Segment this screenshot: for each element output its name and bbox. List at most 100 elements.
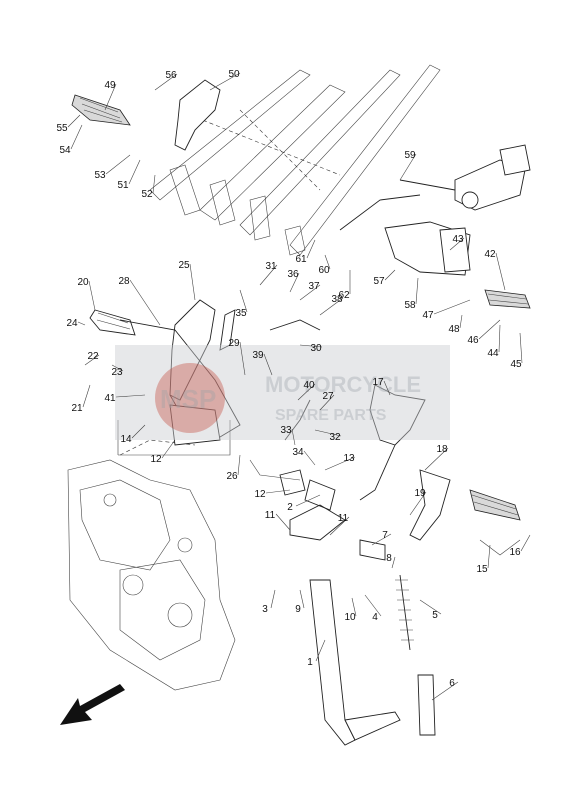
leader-line-15 — [487, 544, 491, 569]
leader-line-40 — [297, 383, 316, 401]
leader-line-38 — [319, 297, 344, 316]
callout-56: 56 — [165, 70, 177, 81]
callout-33: 33 — [280, 425, 292, 436]
callout-54: 54 — [59, 145, 71, 156]
linkage-drawing — [269, 319, 386, 561]
callout-5: 5 — [432, 610, 438, 621]
callout-32: 32 — [329, 432, 341, 443]
callout-51: 51 — [117, 180, 129, 191]
leader-line-12 — [265, 489, 291, 494]
leader-line-14 — [131, 424, 146, 439]
callout-12: 12 — [150, 454, 162, 465]
callout-38: 38 — [331, 294, 343, 305]
leader-line-32 — [314, 429, 342, 437]
callout-25: 25 — [178, 260, 190, 271]
leader-line-49 — [104, 83, 117, 111]
callout-11: 11 — [265, 510, 276, 521]
callout-30: 30 — [310, 343, 322, 354]
callout-28: 28 — [118, 276, 130, 287]
leader-line-34 — [303, 450, 316, 466]
leader-line-29 — [239, 341, 246, 376]
leader-line-20 — [88, 280, 96, 311]
leader-line-18 — [424, 447, 449, 471]
leader-line-47 — [433, 299, 471, 315]
callout-7: 7 — [382, 530, 388, 541]
callout-59: 59 — [404, 150, 416, 161]
callout-37: 37 — [308, 281, 320, 292]
leader-line-41 — [115, 394, 146, 398]
leader-line-7 — [371, 533, 392, 546]
leader-line-28 — [129, 279, 161, 326]
leader-line-36 — [289, 272, 300, 293]
callout-6: 6 — [449, 678, 455, 689]
callout-17: 17 — [372, 377, 384, 388]
callout-21: 21 — [71, 403, 83, 414]
callout-26: 26 — [226, 471, 238, 482]
callout-12: 12 — [254, 489, 266, 500]
callout-61: 61 — [295, 254, 307, 265]
leader-line-23 — [111, 364, 124, 372]
leader-line-46 — [478, 319, 501, 340]
callout-49: 49 — [104, 80, 116, 91]
callout-27: 27 — [322, 391, 334, 402]
leader-line-55 — [67, 114, 81, 128]
callout-14: 14 — [120, 434, 132, 445]
frame-rail-drawing — [149, 64, 441, 256]
left-footpeg-assembly — [71, 79, 241, 446]
leader-line-11 — [329, 516, 350, 536]
callout-57: 57 — [373, 276, 385, 287]
callout-13: 13 — [343, 453, 355, 464]
callout-50: 50 — [228, 69, 240, 80]
leader-line-58 — [415, 277, 419, 305]
leader-line-22 — [84, 354, 100, 366]
callout-22: 22 — [87, 351, 99, 362]
callout-4: 4 — [372, 612, 378, 623]
sidestand-drawing — [309, 574, 436, 746]
leader-line-30 — [299, 344, 323, 348]
leader-line-27 — [319, 394, 335, 411]
callout-48: 48 — [448, 324, 460, 335]
callout-42: 42 — [484, 249, 496, 260]
leader-line-19 — [409, 491, 427, 516]
callout-24: 24 — [66, 318, 78, 329]
callout-52: 52 — [141, 189, 153, 200]
callout-44: 44 — [487, 348, 499, 359]
callout-34: 34 — [292, 447, 304, 458]
actuator-drawing — [339, 144, 531, 231]
leader-line-6 — [431, 681, 459, 701]
leader-line-37 — [299, 284, 321, 301]
leader-line-9 — [299, 589, 305, 609]
watermark-line2: SPARE PARTS — [275, 407, 387, 424]
callout-1: 1 — [307, 657, 313, 668]
leader-line-13 — [324, 456, 356, 471]
callout-60: 60 — [318, 265, 330, 276]
leader-line-57 — [384, 269, 396, 281]
leader-line-26 — [237, 454, 241, 476]
leader-line-54 — [70, 124, 83, 150]
callout-35: 35 — [235, 308, 247, 319]
leader-line-12 — [161, 439, 176, 459]
leader-line-3 — [270, 589, 276, 609]
callout-45: 45 — [510, 359, 522, 370]
callout-19: 19 — [414, 488, 426, 499]
leader-line-5 — [419, 599, 442, 615]
leader-line-48 — [459, 314, 463, 329]
callout-23: 23 — [111, 367, 123, 378]
leader-line-24 — [77, 321, 86, 326]
leader-line-52 — [152, 174, 156, 194]
callout-40: 40 — [303, 380, 315, 391]
callout-15: 15 — [476, 564, 488, 575]
front-direction-arrow — [60, 684, 125, 725]
callout-36: 36 — [287, 269, 299, 280]
leader-line-50 — [209, 72, 241, 91]
leader-line-16 — [520, 534, 531, 552]
watermark: MSP MOTORCYCLE SPARE PARTS — [115, 345, 450, 440]
callout-53: 53 — [94, 170, 106, 181]
leader-line-31 — [259, 264, 278, 286]
callout-43: 43 — [452, 234, 464, 245]
callout-10: 10 — [344, 612, 356, 623]
leader-line-11 — [275, 513, 291, 531]
leader-line-45 — [519, 332, 523, 364]
callout-8: 8 — [386, 553, 392, 564]
